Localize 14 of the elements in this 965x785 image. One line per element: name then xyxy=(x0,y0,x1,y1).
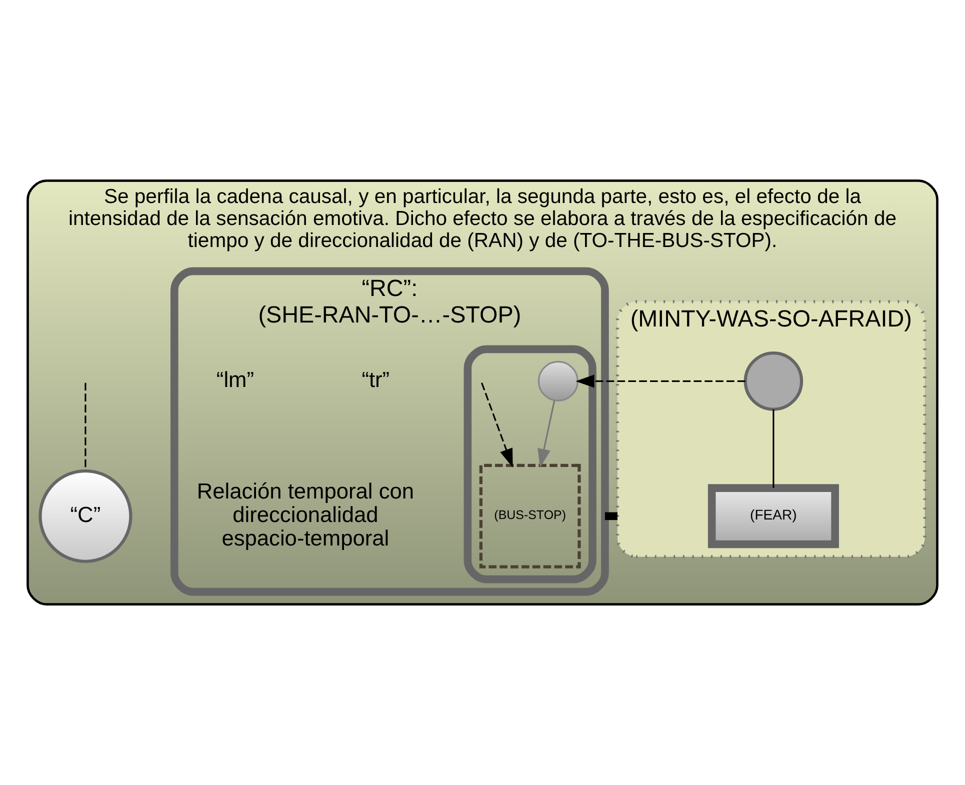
connector xyxy=(604,512,618,520)
node-circle xyxy=(538,360,578,402)
arrow xyxy=(538,400,556,468)
arrow xyxy=(576,374,746,388)
label: “tr” xyxy=(362,366,390,392)
label: Relación temporal con direccionalidad espacio-temporal xyxy=(196,478,414,550)
label: “lm” xyxy=(216,366,254,392)
connector xyxy=(84,382,86,470)
node-box: (FEAR) xyxy=(708,484,839,548)
node-circle xyxy=(744,352,804,411)
node-circle: “C” xyxy=(38,469,132,563)
node-box: (BUS-STOP) xyxy=(479,464,581,568)
connector xyxy=(772,409,774,488)
arrow xyxy=(481,382,513,468)
